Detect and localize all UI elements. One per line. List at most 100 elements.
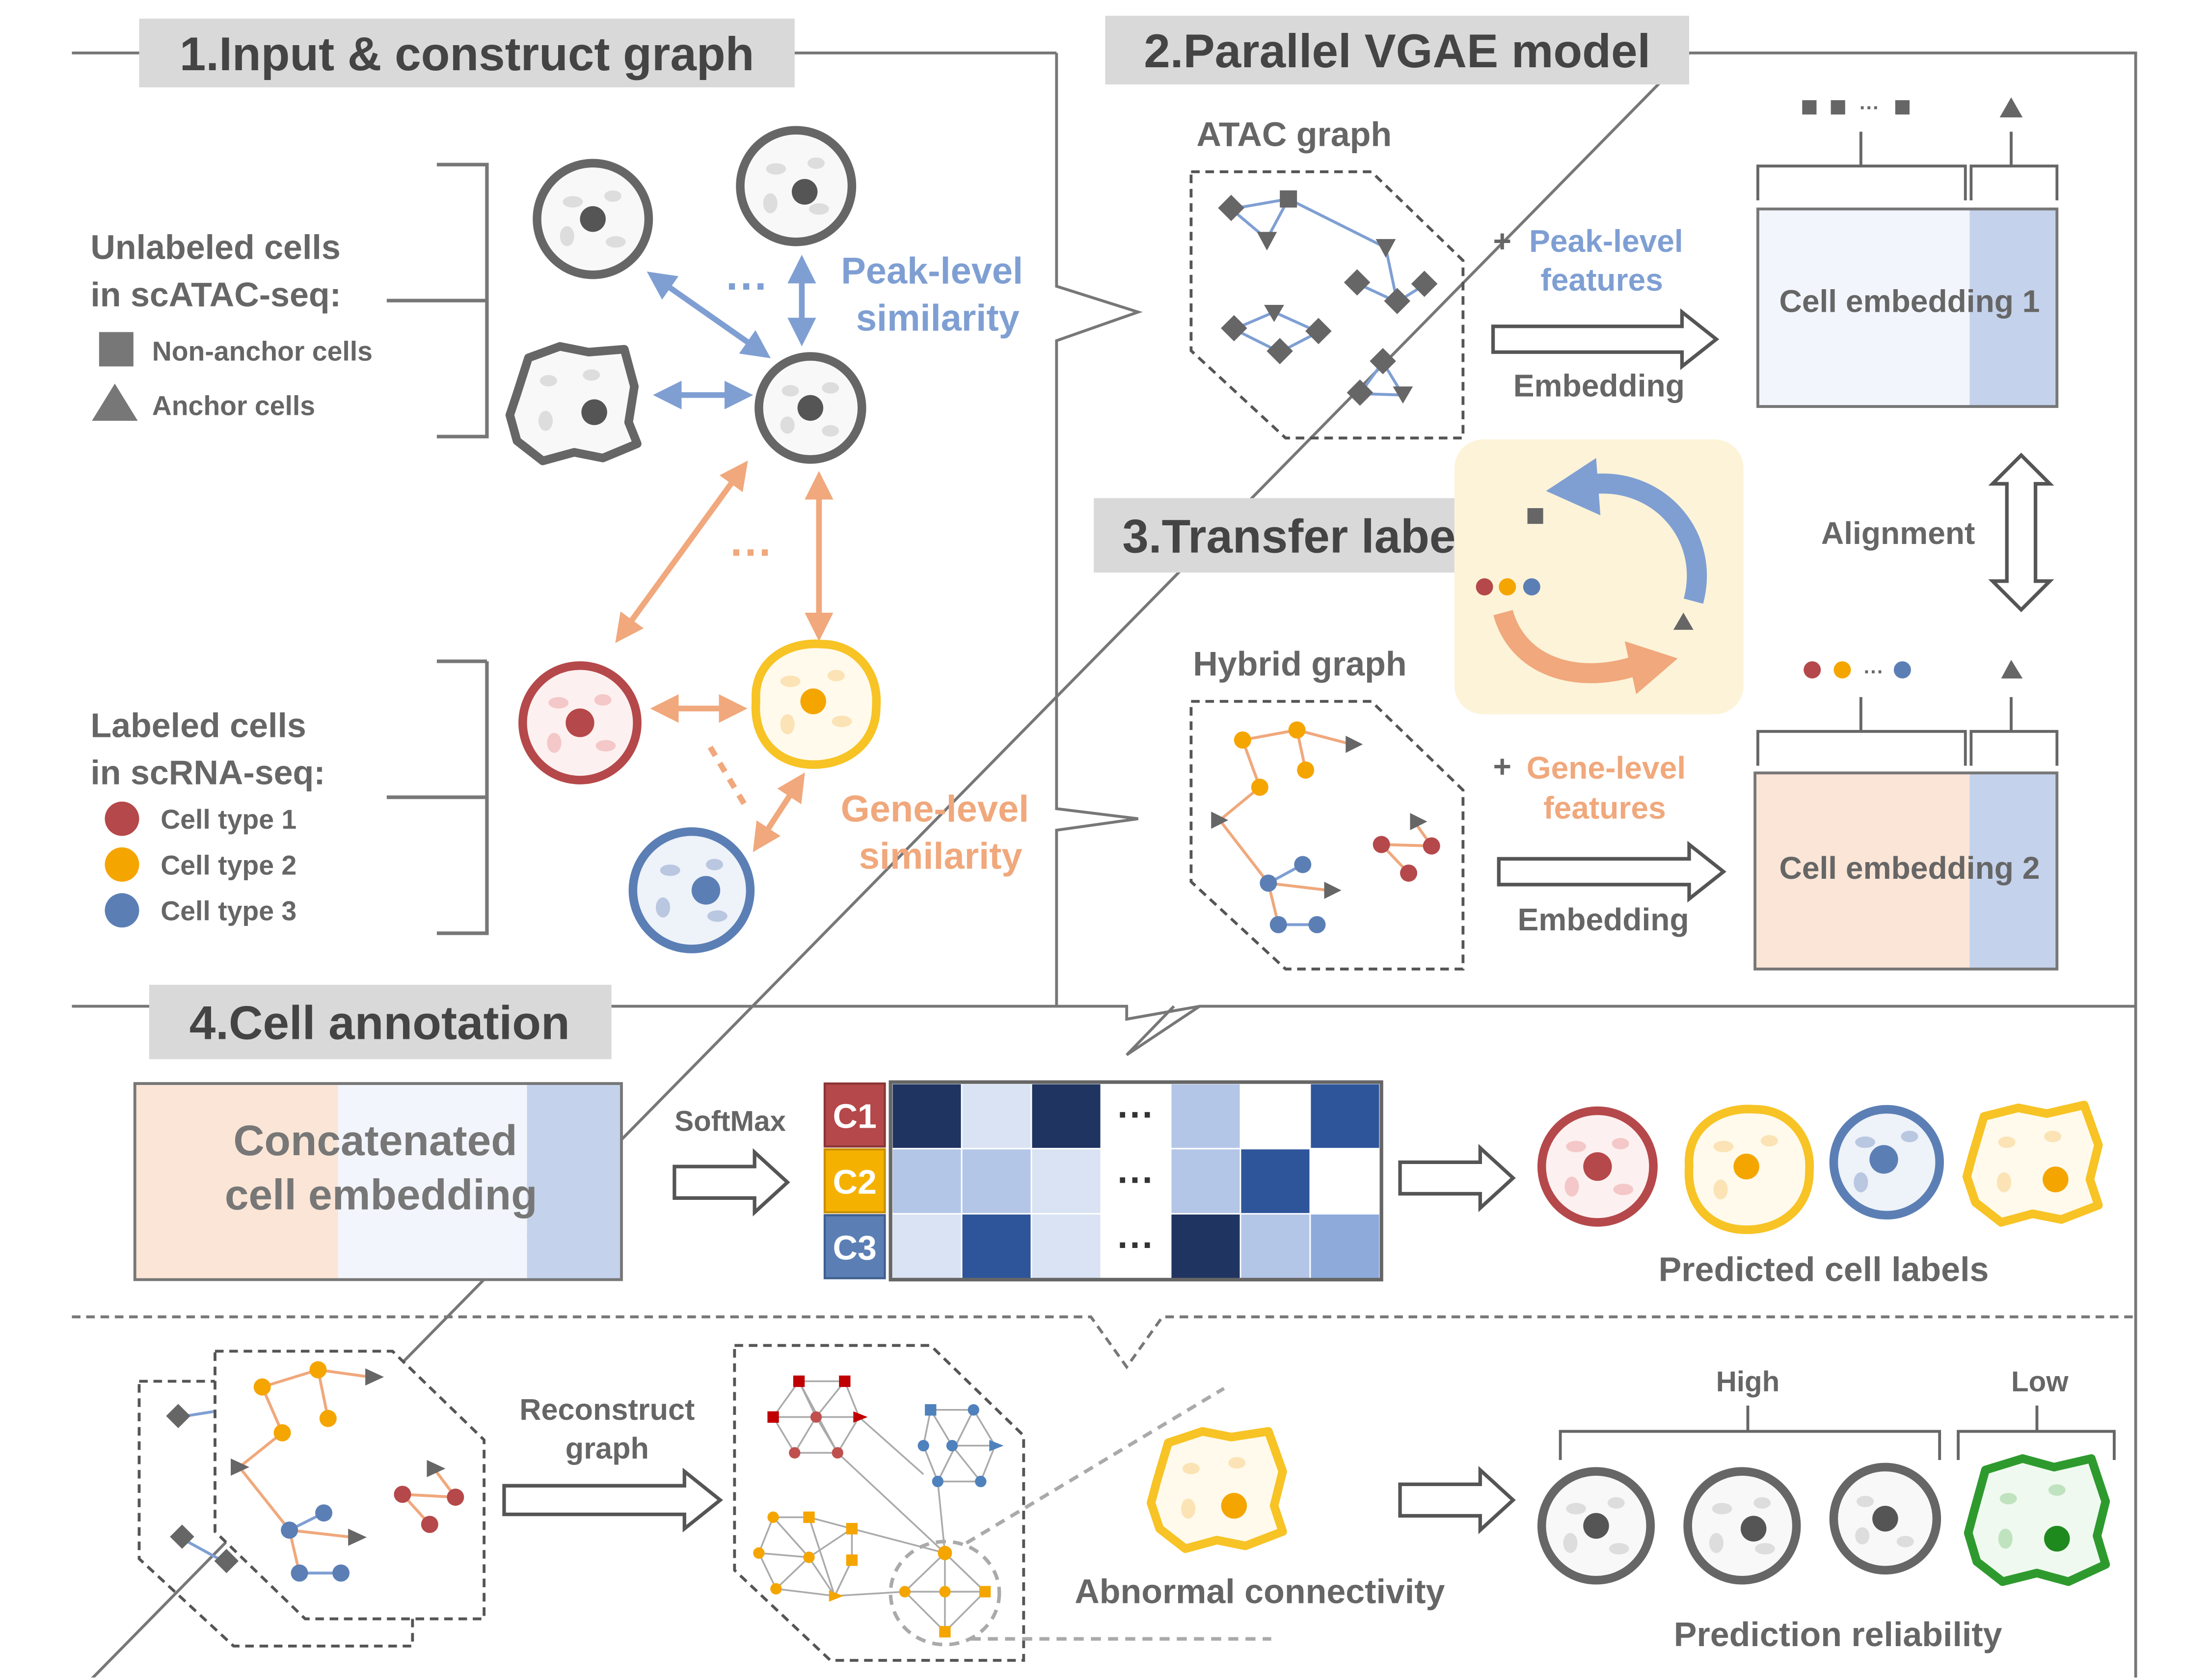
zoom-line-top bbox=[965, 1386, 1225, 1545]
non-anchor-label: Non-anchor cells bbox=[152, 336, 373, 367]
heatmap-border bbox=[889, 1080, 1383, 1282]
labeled-line1: Labeled cells bbox=[90, 706, 306, 744]
embedding-2-label: Cell embedding 2 bbox=[1779, 850, 2040, 886]
embedding-2-left bbox=[1755, 773, 1970, 969]
unlabeled-cell-1 bbox=[533, 159, 653, 279]
heatmap-cell bbox=[891, 1083, 963, 1150]
gene-similarity-line1: Gene-level bbox=[841, 788, 1029, 830]
row-label-c2-box bbox=[823, 1148, 886, 1214]
concat-line2: cell embedding bbox=[225, 1171, 538, 1219]
embedding-arrow-2 bbox=[1497, 840, 1726, 903]
cell-type-2-label: Cell type 2 bbox=[161, 850, 296, 880]
cell-type-3-dot bbox=[105, 893, 139, 928]
row-label-c3-box bbox=[823, 1214, 886, 1279]
heatmap-dots: ··· bbox=[1117, 1224, 1155, 1266]
low-brace bbox=[1957, 1406, 2116, 1460]
embedding-1-left bbox=[1757, 209, 1970, 407]
alignment-arrow bbox=[1988, 452, 2054, 613]
embedding-1-border bbox=[1756, 207, 2059, 408]
section-4-top: Concatenated cell embedding SoftMax C1 C… bbox=[133, 1080, 2103, 1288]
heatmap-cell bbox=[1170, 1213, 1241, 1280]
low-label: Low bbox=[2011, 1366, 2069, 1398]
unreliable-green-cell bbox=[1964, 1454, 2110, 1586]
cell-type-1-label: Cell type 1 bbox=[161, 804, 296, 835]
s4-title: 4.Cell annotation bbox=[189, 997, 570, 1050]
cross-arrows bbox=[615, 461, 834, 643]
predicted-labels-caption: Predicted cell labels bbox=[1659, 1250, 1989, 1288]
heatmap-cell bbox=[1030, 1213, 1102, 1280]
s4-title-bg bbox=[149, 984, 612, 1059]
unlabeled-line2: in scATAC-seq: bbox=[90, 275, 341, 314]
heatmap-cell bbox=[961, 1083, 1032, 1150]
row-label-c1: C1 bbox=[833, 1097, 877, 1135]
peak-feat-line2: features bbox=[1540, 262, 1663, 298]
gene-feat-plus: + bbox=[1493, 749, 1511, 784]
cross-dots: ··· bbox=[730, 528, 773, 576]
blue-cell bbox=[628, 827, 755, 953]
row-label-c3: C3 bbox=[833, 1229, 877, 1267]
embedding-1-label: Cell embedding 1 bbox=[1779, 284, 2040, 319]
abnormal-yellow-cell bbox=[1147, 1427, 1287, 1553]
embedding-arrow-1 bbox=[1491, 308, 1720, 370]
atac-graph-frame bbox=[1189, 170, 1465, 440]
heatmap-cell bbox=[891, 1148, 963, 1215]
heatmap-cell bbox=[1030, 1148, 1102, 1215]
cell-type-3-label: Cell type 3 bbox=[161, 896, 296, 926]
heatmap-cell bbox=[1239, 1148, 1311, 1215]
dashed-divider bbox=[72, 1315, 2136, 1370]
transfer-dot-blue bbox=[1523, 578, 1540, 596]
non-anchor-square bbox=[99, 332, 134, 367]
labeled-line2: in scRNA-seq: bbox=[90, 754, 325, 792]
front-graph-nodes bbox=[231, 1361, 464, 1582]
unlabeled-cell-2 bbox=[736, 126, 857, 246]
transfer-dot-yellow bbox=[1499, 578, 1516, 596]
concat-line1: Concatenated bbox=[233, 1116, 517, 1165]
softmax-arrow bbox=[673, 1148, 790, 1217]
section-1: Unlabeled cells in scATAC-seq: Non-ancho… bbox=[90, 126, 1029, 953]
unlabeled-brace bbox=[386, 163, 489, 438]
peak-dots: ··· bbox=[726, 262, 769, 310]
heatmap-cell bbox=[1030, 1083, 1102, 1150]
yellow-cell bbox=[751, 639, 881, 769]
prediction-reliability-label: Prediction reliability bbox=[1674, 1615, 2002, 1653]
embedding-label-1: Embedding bbox=[1513, 368, 1685, 404]
unlabeled-cell-center bbox=[754, 352, 866, 464]
heatmap-cell bbox=[1239, 1213, 1311, 1280]
red-cell bbox=[518, 661, 642, 785]
reliable-cell-1 bbox=[1537, 1467, 1655, 1585]
atac-graph-label: ATAC graph bbox=[1196, 115, 1392, 153]
peak-feat-line1: Peak-level bbox=[1529, 223, 1683, 259]
section-4-bottom: Reconstruct graph bbox=[137, 1344, 2116, 1662]
gene-feat-line2: features bbox=[1543, 790, 1666, 826]
cell-type-1-dot bbox=[105, 801, 139, 836]
embedding-1-feature-dots: ··· bbox=[1859, 96, 1880, 119]
peak-arrows bbox=[647, 254, 816, 409]
transfer-square bbox=[1527, 508, 1543, 524]
row-label-c2: C2 bbox=[833, 1163, 877, 1201]
gene-feat-line1: Gene-level bbox=[1527, 750, 1686, 786]
embedding-1-features bbox=[1802, 97, 2023, 118]
embedding-1-brace bbox=[1756, 132, 2059, 201]
heatmap: ········· bbox=[891, 1083, 1381, 1280]
embedding-2-brace bbox=[1756, 697, 2059, 766]
section-2: ATAC graph + Peak-l bbox=[1189, 96, 2059, 971]
heatmap-cell bbox=[1170, 1083, 1241, 1150]
embedding-2-feature-dots: ··· bbox=[1864, 660, 1884, 683]
reconstruct-arrow bbox=[502, 1467, 724, 1533]
predict-arrow bbox=[1398, 1143, 1516, 1212]
reliability-arrow bbox=[1398, 1465, 1516, 1534]
s1-title: 1.Input & construct graph bbox=[180, 28, 754, 81]
s3-title: 3.Transfer label bbox=[1122, 510, 1469, 563]
reconstructed-graph-frame bbox=[733, 1344, 1025, 1662]
s1-title-bg bbox=[139, 18, 795, 87]
concat-peach bbox=[135, 1084, 338, 1280]
unlabeled-line1: Unlabeled cells bbox=[90, 228, 340, 267]
transfer-arrow-orange bbox=[1493, 609, 1635, 683]
reconstructed-graph-edges bbox=[758, 1380, 996, 1632]
heatmap-cell bbox=[1309, 1148, 1381, 1215]
divider-s1-s2 bbox=[1055, 53, 1143, 1006]
row-label-c1-box bbox=[823, 1082, 886, 1148]
concat-light bbox=[338, 1084, 527, 1280]
softmax-label: SoftMax bbox=[674, 1105, 786, 1137]
